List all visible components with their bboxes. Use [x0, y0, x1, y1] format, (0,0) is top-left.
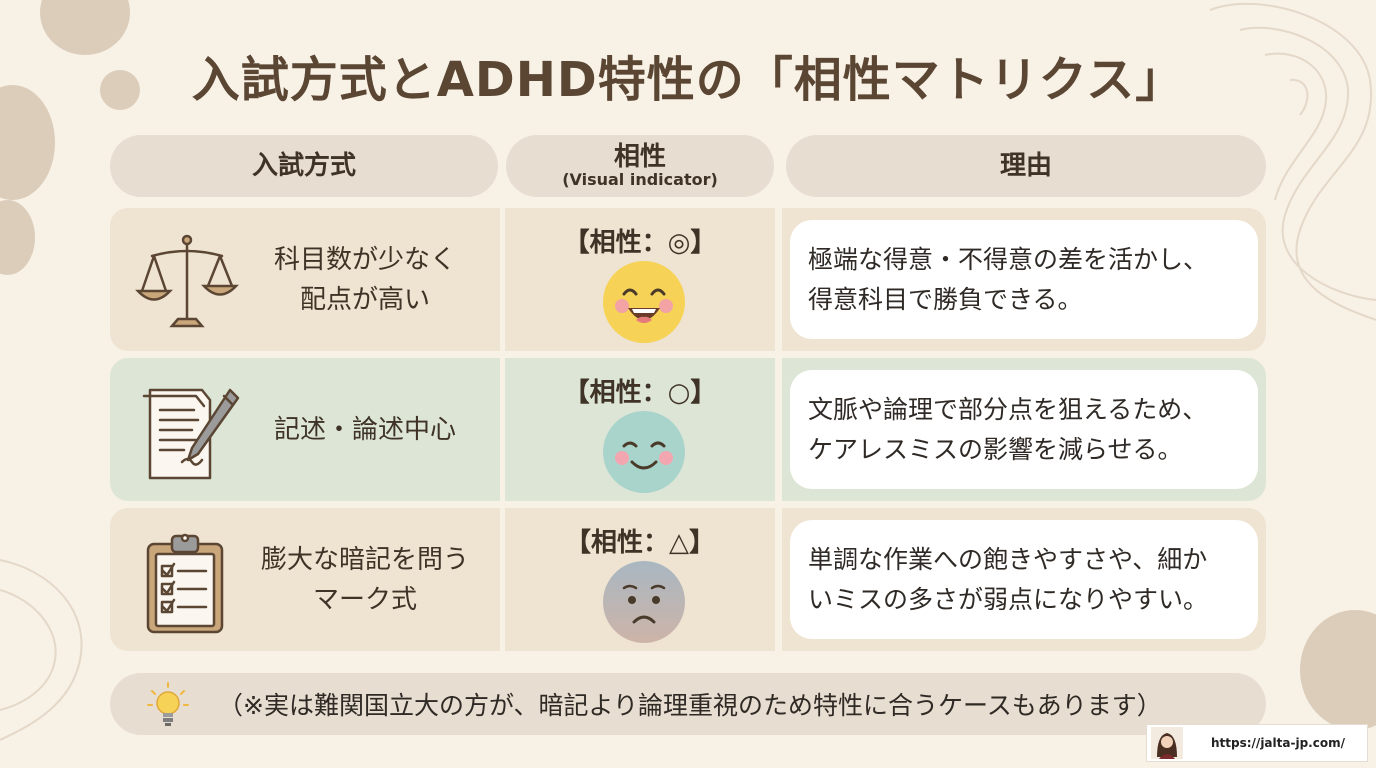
method-line: 膨大な暗記を問う [260, 544, 469, 575]
note-bar: （※実は難関国立大の方が、暗記より論理重視のため特性に合うケースもあります） [110, 673, 1266, 735]
laughing-face-icon [603, 261, 685, 343]
header-reason-label: 理由 [999, 151, 1052, 181]
method-line: 記述・論述中心 [273, 414, 456, 445]
compat-cell: 【相性：○】 [505, 358, 775, 501]
matrix-row: 科目数が少なく配点が高い 【相性：◎】 極端な得意・不得意の差を活かし、得意科目… [110, 208, 1266, 351]
reason-line: 極端な得意・不得意の差を活かし、 [808, 244, 1209, 274]
header-method: 入試方式 [110, 135, 498, 197]
method-line: 科目数が少なく [273, 244, 456, 275]
contour-lines-left [0, 559, 83, 741]
reason-cell: 文脈や論理で部分点を狙えるため、ケアレスミスの影響を減らせる。 [782, 358, 1266, 501]
site-footer: https://jalta-jp.com/ [1146, 724, 1368, 762]
worried-face-icon [603, 561, 685, 643]
reason-cell: 極端な得意・不得意の差を活かし、得意科目で勝負できる。 [782, 208, 1266, 351]
method-text: 科目数が少なく配点が高い [250, 208, 480, 351]
header-compat-sublabel: (Visual indicator) [562, 170, 718, 189]
header-compat: 相性 (Visual indicator) [506, 135, 774, 197]
document-pen-icon [132, 376, 242, 486]
compat-cell: 【相性：◎】 [505, 208, 775, 351]
method-text: 膨大な暗記を問うマーク式 [250, 508, 480, 651]
header-compat-label: 相性 [613, 142, 666, 172]
method-cell: 膨大な暗記を問うマーク式 [110, 508, 500, 651]
method-cell: 記述・論述中心 [110, 358, 500, 501]
matrix-row: 膨大な暗記を問うマーク式 【相性：△】 単調な作業への飽きやすさや、細かいミスの… [110, 508, 1266, 651]
avatar [1151, 727, 1183, 759]
reason-card: 単調な作業への飽きやすさや、細かいミスの多さが弱点になりやすい。 [790, 520, 1258, 639]
lightbulb-icon [147, 682, 189, 726]
method-cell: 科目数が少なく配点が高い [110, 208, 500, 351]
method-text: 記述・論述中心 [250, 358, 480, 501]
compat-rating: 【相性：△】 [565, 528, 715, 558]
method-line: マーク式 [312, 584, 417, 615]
site-url-link[interactable]: https://jalta-jp.com/ [1211, 736, 1345, 750]
clipboard-checklist-icon [132, 526, 242, 636]
header-method-label: 入試方式 [251, 151, 356, 181]
reason-line: 得意科目で勝負できる。 [808, 284, 1083, 314]
compat-cell: 【相性：△】 [505, 508, 775, 651]
reason-card: 文脈や論理で部分点を狙えるため、ケアレスミスの影響を減らせる。 [790, 370, 1258, 489]
reason-line: 単調な作業への飽きやすさや、細か [808, 544, 1208, 574]
reason-card: 極端な得意・不得意の差を活かし、得意科目で勝負できる。 [790, 220, 1258, 339]
reason-line: ケアレスミスの影響を減らせる。 [808, 434, 1183, 464]
method-line: 配点が高い [299, 284, 430, 315]
page-title: 入試方式とADHD特性の「相性マトリクス」 [191, 52, 1185, 108]
smiling-face-icon [603, 411, 685, 493]
reason-cell: 単調な作業への飽きやすさや、細かいミスの多さが弱点になりやすい。 [782, 508, 1266, 651]
note-text: （※実は難関国立大の方が、暗記より論理重視のため特性に合うケースもあります） [218, 691, 1162, 720]
balance-scale-icon [132, 226, 242, 336]
matrix-row: 記述・論述中心 【相性：○】 文脈や論理で部分点を狙えるため、ケアレスミスの影響… [110, 358, 1266, 501]
compat-rating: 【相性：○】 [563, 378, 717, 408]
reason-line: いミスの多さが弱点になりやすい。 [808, 584, 1209, 614]
reason-line: 文脈や論理で部分点を狙えるため、 [808, 394, 1208, 424]
header-reason: 理由 [786, 135, 1266, 197]
compat-rating: 【相性：◎】 [563, 228, 717, 258]
